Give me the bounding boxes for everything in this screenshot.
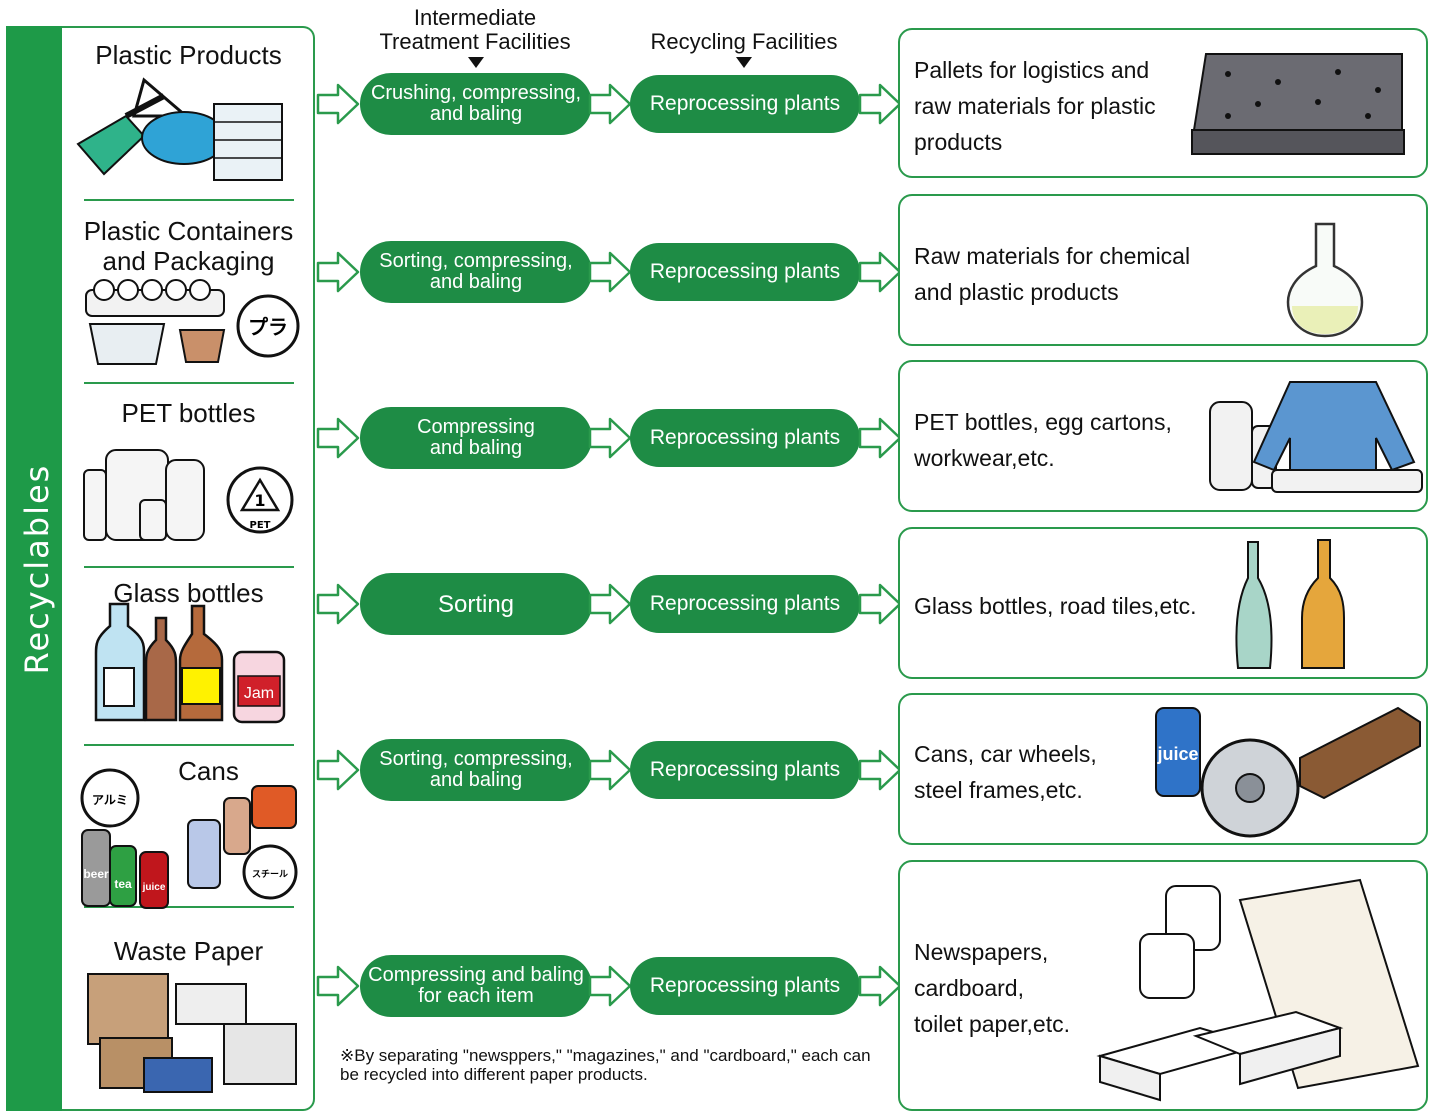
header-recycling: Recycling Facilities: [650, 29, 838, 54]
header-intermediate-arrow-icon: [468, 57, 484, 68]
divider: [84, 199, 294, 201]
flow-arrow-icon: [316, 251, 360, 293]
flow-arrow-icon: [316, 749, 360, 791]
outcome-text: Pallets for logistics and raw materials …: [914, 57, 1156, 155]
outcome-text: Newspapers, cardboard, toilet paper,etc.: [914, 939, 1070, 1037]
process-pill: Crushing, compressing, and baling: [360, 73, 592, 135]
facility-pill: Reprocessing plants: [630, 75, 860, 133]
alu-mark-text: アルミ: [92, 793, 128, 807]
facility-pill: Reprocessing plants: [630, 409, 860, 467]
cans-illustration: アルミ beer tea juice スチール: [80, 768, 298, 909]
pet-mark-number: 1: [254, 491, 265, 510]
outcome-text: PET bottles, egg cartons, workwear,etc.: [914, 409, 1172, 471]
flask-icon: [1286, 222, 1364, 338]
flow-arrow-icon: [316, 417, 360, 459]
flow-arrow-icon: [858, 583, 902, 625]
category-title-cans: Cans: [178, 756, 239, 786]
flow-arrow-icon: [858, 749, 902, 791]
divider: [84, 382, 294, 384]
metal-products-icon: juice: [1155, 706, 1421, 838]
process-pill: Sorting, compressing, and baling: [360, 241, 592, 303]
flow-arrow-icon: [316, 965, 360, 1007]
flow-arrow-icon: [588, 417, 632, 459]
category-title-glass-bottles: Glass bottles: [113, 578, 264, 608]
pla-mark-text: プラ: [248, 315, 288, 339]
plastic-packaging-illustration: プラ: [85, 279, 300, 365]
category-title-plastic-containers: Plastic Containers and Packaging: [83, 216, 294, 276]
outcome-text: Glass bottles, road tiles,etc.: [914, 593, 1197, 619]
facility-pill: Reprocessing plants: [630, 741, 860, 799]
glass-bottles-illustration: Jam: [94, 602, 286, 724]
facility-pill: Reprocessing plants: [630, 957, 860, 1015]
recyclables-band: Recyclables: [6, 26, 68, 1111]
paper-note: ※By separating "newsppers," "magazines,"…: [340, 1046, 871, 1084]
facility-pill: Reprocessing plants: [630, 575, 860, 633]
outcome-text: Raw materials for chemical and plastic p…: [914, 243, 1191, 305]
can-label-beer: beer: [83, 867, 109, 881]
steel-mark-text: スチール: [252, 869, 288, 880]
flow-arrow-icon: [858, 83, 902, 125]
pet-products-icon: [1209, 381, 1423, 493]
process-pill: Compressing and baling: [360, 407, 592, 469]
flow-arrow-icon: [588, 749, 632, 791]
paper-products-icon: [1096, 878, 1420, 1102]
flow-arrow-icon: [858, 965, 902, 1007]
outcome-text: Cans, car wheels, steel frames,etc.: [914, 741, 1097, 803]
pallet-icon: [1191, 53, 1405, 155]
waste-paper-illustration: [87, 973, 297, 1093]
process-pill: Sorting, compressing, and baling: [360, 739, 592, 801]
juice-can-label: juice: [1156, 744, 1198, 764]
recyclables-label: Recyclables: [18, 463, 56, 674]
header-recycling-arrow-icon: [736, 57, 752, 68]
divider: [84, 744, 294, 746]
flow-arrow-icon: [316, 583, 360, 625]
category-title-waste-paper: Waste Paper: [113, 936, 264, 966]
flow-arrow-icon: [588, 965, 632, 1007]
can-label-juice: juice: [142, 882, 166, 893]
category-title-plastic-products: Plastic Products: [95, 40, 282, 70]
flow-arrow-icon: [316, 83, 360, 125]
process-pill: Sorting: [360, 573, 592, 635]
flow-arrow-icon: [588, 83, 632, 125]
glass-bottle-products-icon: [1235, 539, 1345, 669]
flow-arrow-icon: [858, 417, 902, 459]
flow-arrow-icon: [588, 251, 632, 293]
can-label-tea: tea: [114, 877, 132, 891]
process-pill: Compressing and baling for each item: [360, 955, 592, 1017]
pet-mark-text: PET: [250, 520, 271, 531]
pet-bottles-illustration: 1 PET: [83, 449, 294, 541]
flow-arrow-icon: [858, 251, 902, 293]
facility-pill: Reprocessing plants: [630, 243, 860, 301]
divider: [84, 566, 294, 568]
plastic-products-illustration: [76, 77, 283, 181]
jam-label: Jam: [244, 685, 274, 702]
divider: [84, 906, 294, 908]
flow-arrow-icon: [588, 583, 632, 625]
header-intermediate: Intermediate Treatment Facilities: [379, 5, 571, 54]
category-panel: Plastic Products Plastic Containers and …: [62, 26, 315, 1111]
category-title-pet-bottles: PET bottles: [121, 398, 256, 428]
